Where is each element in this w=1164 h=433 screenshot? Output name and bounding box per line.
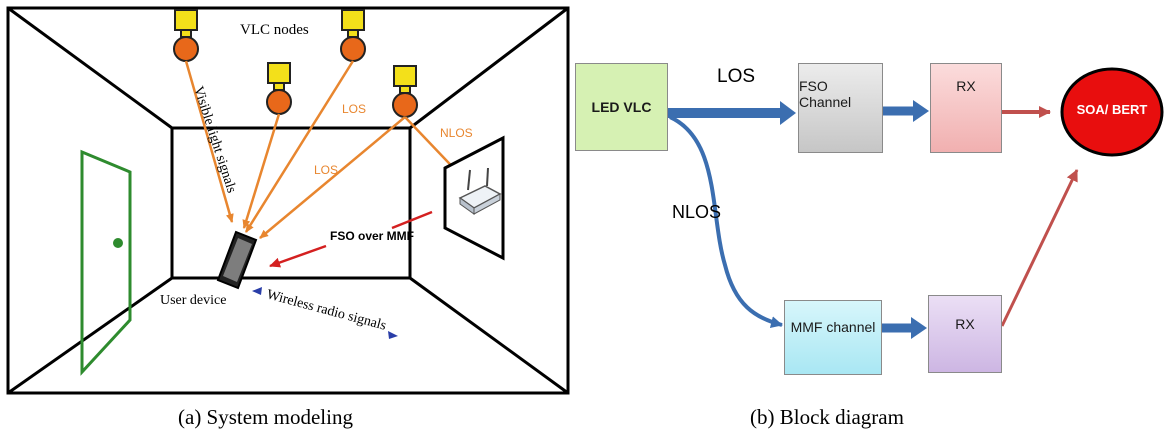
los-signal-arrow-2 [242, 113, 281, 229]
door [80, 149, 132, 376]
vlc-node-2 [340, 9, 366, 62]
router-icon [458, 167, 502, 215]
ceiling-edge-left [7, 6, 173, 130]
soa-bert-label: SOA/ BERT [1076, 102, 1148, 117]
fso-over-mmf-label: FSO over MMF [330, 229, 414, 243]
wireless-radio-label: Wireless radio signals [265, 287, 388, 333]
user-device [216, 230, 258, 290]
arrowhead-mmf-to-rx [911, 317, 927, 339]
floor-edge-left [7, 276, 173, 395]
caption-block-diagram: (b) Block diagram [750, 405, 904, 429]
ceiling-edge-right [409, 6, 569, 130]
vlc-node-1 [173, 9, 199, 62]
los-signal-arrow-1 [244, 60, 355, 233]
mmf-channel-label: MMF channel [790, 319, 876, 335]
wireless-arrow-left [252, 287, 262, 295]
vlc-node-3 [266, 62, 292, 115]
user-device-label: User device [160, 293, 226, 308]
door-knob [113, 238, 123, 248]
fso-channel-block: FSO Channel [798, 63, 883, 153]
los-signal-arrow-3 [259, 116, 406, 239]
arrowhead-led-to-fso [780, 101, 796, 125]
led-vlc-label: LED VLC [591, 99, 652, 115]
arrow-led-to-mmf [669, 115, 783, 329]
soa-bert-node [1060, 67, 1164, 157]
block-diagram-panel: LED VLC FSO Channel RX MMF channel RX SO… [560, 0, 1164, 400]
visible-light-label: Visible light signals [190, 85, 239, 195]
los-label: LOS [717, 66, 756, 87]
room-outer-wall [6, 6, 570, 395]
floor-edge-right [409, 276, 569, 395]
fso-link-line [391, 210, 433, 230]
los-label-1: LOS [342, 102, 366, 116]
fso-over-mmf-arrow [269, 244, 327, 268]
room-drawing: VLC nodes Visible light signals LOS LOS … [6, 6, 570, 395]
vlc-nodes-label: VLC nodes [240, 22, 309, 38]
led-vlc-block: LED VLC [575, 63, 668, 151]
los-label-2: LOS [314, 163, 338, 177]
arrowhead-fso-to-rx [913, 100, 929, 122]
room-back-wall [170, 126, 412, 280]
nlos-label-b: NLOS [672, 202, 722, 222]
rx-top-label: RX [956, 78, 976, 94]
fso-channel-label: FSO Channel [799, 78, 852, 110]
nlos-label: NLOS [440, 126, 473, 140]
block-diagram-arrows [668, 67, 1164, 339]
rx-top-block: RX [930, 63, 1002, 153]
system-model-panel: VLC nodes Visible light signals LOS LOS … [0, 0, 580, 400]
mmf-channel-block: MMF channel [784, 300, 882, 375]
rx-bottom-block: RX [928, 295, 1002, 373]
visible-light-signal-arrow [184, 60, 234, 223]
wireless-arrow-right [388, 331, 398, 339]
arrow-rx2-to-soa [1000, 169, 1079, 327]
caption-system-modeling: (a) System modeling [178, 405, 353, 429]
rx-bottom-label: RX [955, 316, 975, 332]
vlc-node-4 [392, 65, 418, 118]
